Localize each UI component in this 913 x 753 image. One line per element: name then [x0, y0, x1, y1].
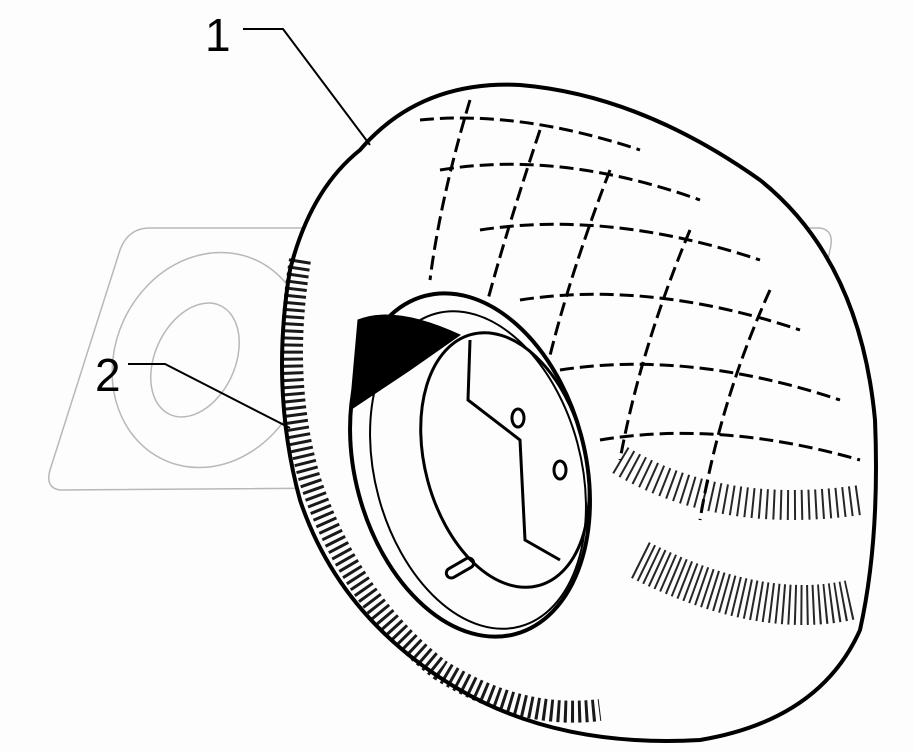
leader-lines [128, 28, 371, 429]
callout-2: 2 [95, 349, 121, 401]
leader-line-2 [128, 363, 291, 429]
leader-line-1 [243, 28, 371, 146]
callout-1: 1 [205, 9, 231, 61]
valve-stem [444, 556, 476, 580]
rim [348, 291, 592, 639]
